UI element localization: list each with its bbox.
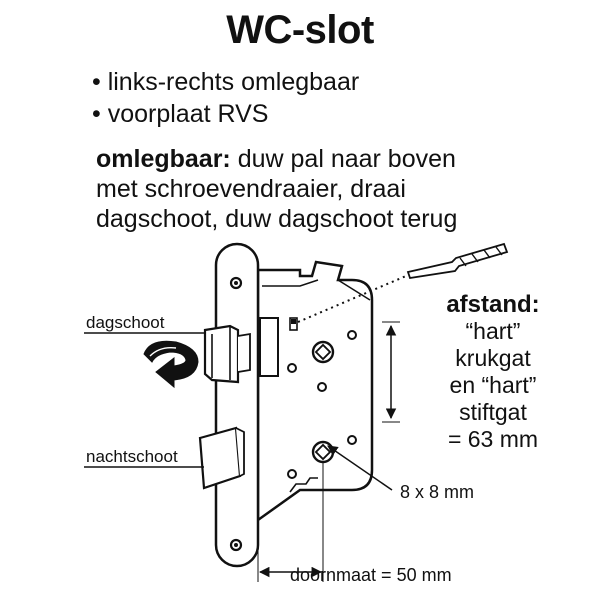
distance-note: afstand: “hart” krukgat en “hart” stiftg…	[388, 291, 598, 453]
rotate-arrow-highlight	[149, 346, 177, 357]
latch-bolt-face	[211, 326, 231, 380]
diagram-title: WC-slot	[226, 8, 374, 52]
pawl-pointer	[297, 275, 407, 323]
feature-item: links-rechts omlegbaar	[92, 66, 360, 98]
case-screw	[347, 435, 357, 445]
screw-hole	[234, 281, 238, 285]
distance-note-line: stiftgat	[459, 399, 527, 425]
feature-item: voorplaat RVS	[92, 98, 359, 130]
deadbolt-side	[235, 427, 245, 477]
feature-list: links-rechts omlegbaar voorplaat RVS	[92, 66, 360, 130]
latch-label: dagschoot	[86, 313, 165, 332]
spindle-size-label: 8 x 8 mm	[400, 482, 475, 502]
screwdriver-icon	[406, 242, 509, 280]
screw-hole	[234, 543, 238, 547]
lock-case	[256, 260, 374, 523]
distance-note-line: = 63 mm	[447, 426, 539, 452]
latch-bolt-tail	[237, 332, 251, 373]
case-screw	[287, 363, 297, 373]
deadbolt-label: nachtschoot	[86, 447, 178, 466]
screwdriver-grip	[459, 246, 503, 267]
case-detail	[289, 477, 318, 493]
latch-bolt	[203, 324, 240, 384]
spindle-leader	[327, 445, 393, 491]
distance-note-line: “hart”	[465, 318, 521, 344]
deadbolt	[198, 426, 242, 490]
distance-note-line: en “hart”	[449, 372, 537, 398]
pin-square	[314, 443, 332, 461]
case-detail	[262, 279, 371, 301]
backset-label: doornmaat = 50 mm	[290, 565, 452, 585]
instruction-line: met schroevendraaier, draai	[96, 175, 406, 203]
handle-square	[314, 343, 332, 361]
case-screw	[317, 382, 327, 392]
pawl-slot-fill	[291, 319, 296, 324]
reversal-instructions: omlegbaar: duw pal naar boven met schroe…	[96, 144, 457, 234]
distance-note-line: krukgat	[455, 345, 531, 371]
distance-note-lead: afstand:	[446, 291, 540, 318]
instruction-text: duw pal naar boven	[230, 145, 456, 173]
case-opening	[259, 317, 279, 377]
instruction-line: dagschoot, duw dagschoot terug	[96, 205, 458, 233]
front-plate	[214, 242, 260, 568]
instruction-line: omlegbaar: duw pal naar boven	[96, 144, 457, 174]
case-screw	[287, 469, 297, 479]
case-screw	[347, 330, 357, 340]
instruction-lead: omlegbaar:	[96, 145, 231, 173]
rotate-arrow-icon	[143, 340, 199, 389]
